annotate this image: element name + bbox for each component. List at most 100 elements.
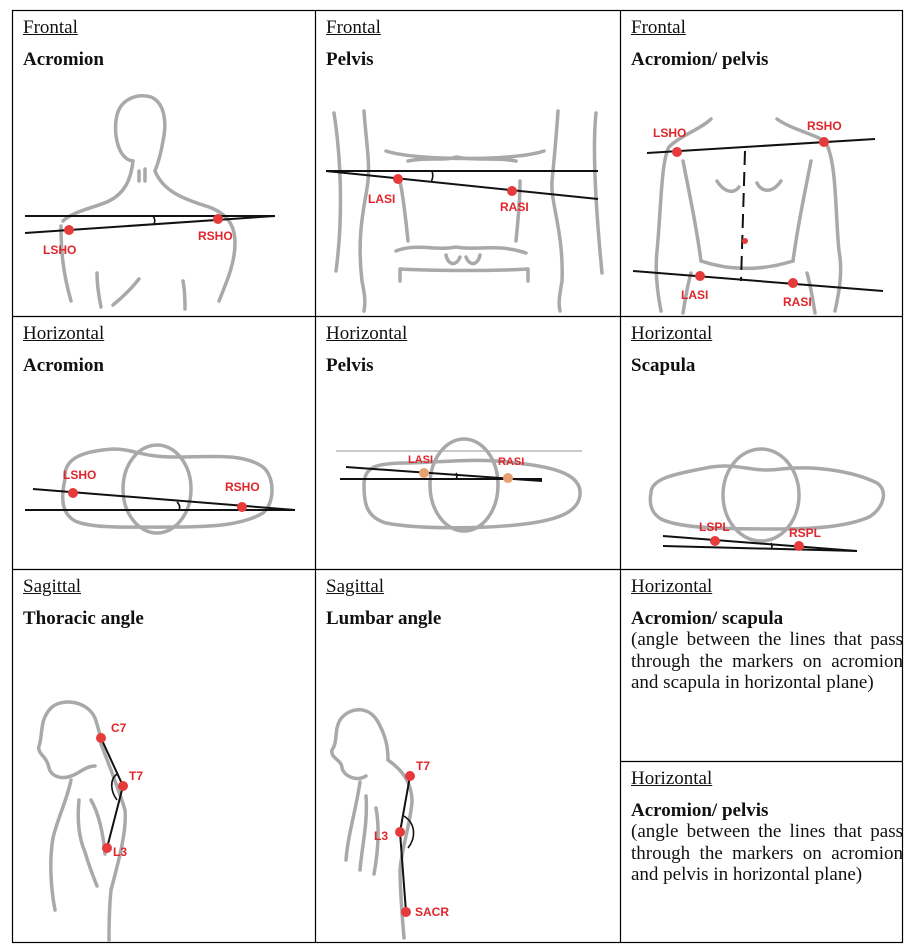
marker-label-sacr: SACR	[415, 905, 449, 919]
marker-label-l3: L3	[113, 845, 127, 859]
sagittal-lumbar-diagram: T7 L3 SACR	[316, 570, 620, 942]
marker-label-lasi: LASI	[368, 192, 395, 206]
measure-description: (angle between the lines that pass throu…	[631, 821, 903, 886]
marker-dot	[405, 771, 415, 781]
cell-horizontal-acromion-scapula: Horizontal Acromion/ scapula (angle betw…	[621, 570, 902, 761]
cell-horizontal-pelvis: Horizontal Pelvis LASI RASI	[316, 317, 620, 569]
marker-label-t7: T7	[416, 759, 430, 773]
spine-line	[741, 151, 745, 281]
left-flank-outline	[360, 111, 368, 311]
neck-tick	[139, 169, 145, 181]
lower-abdomen-outline	[396, 247, 526, 253]
frontal-acromion-diagram: LSHO RSHO	[13, 11, 315, 316]
head-outline	[123, 445, 191, 533]
marker-dot	[395, 827, 405, 837]
angle-arc	[177, 502, 180, 510]
marker-dot	[401, 907, 411, 917]
cell-frontal-acromion: Frontal Acromion LSHO RSHO	[13, 11, 315, 316]
horizontal-pelvis-diagram: LASI RASI	[316, 317, 620, 569]
marker-label-rsho: RSHO	[198, 229, 233, 243]
marker-dot	[794, 541, 804, 551]
marker-label-lasi: LASI	[681, 288, 708, 302]
marker-dot	[672, 147, 682, 157]
navel-outline	[446, 255, 480, 264]
cell-horizontal-scapula: Horizontal Scapula LSPL RSPL	[621, 317, 902, 569]
marker-label-t7: T7	[129, 769, 143, 783]
frontal-pelvis-diagram: LASI RASI	[316, 11, 620, 316]
left-edge-outline	[334, 113, 340, 271]
marker-dot	[419, 468, 429, 478]
marker-dot	[710, 536, 720, 546]
plane-label: Horizontal	[631, 576, 712, 598]
spine-segment-upper	[101, 738, 123, 786]
marker-dot	[507, 186, 517, 196]
marker-label-lsho: LSHO	[63, 468, 96, 482]
angle-arc	[456, 473, 457, 479]
marker-dot	[118, 781, 128, 791]
marker-label-lspl: LSPL	[699, 520, 730, 534]
pelvis-line	[633, 271, 883, 291]
angle-arc	[771, 543, 772, 549]
hip-bottom-outline	[400, 269, 528, 281]
cell-sagittal-thoracic: Sagittal Thoracic angle C7 T7 L3	[13, 570, 315, 942]
left-shoulder-outline	[656, 119, 711, 311]
waist-outline	[701, 261, 793, 269]
head-outline	[116, 96, 165, 171]
neck-back-outline	[378, 722, 388, 760]
right-edge-outline	[594, 113, 602, 273]
marker-label-rsho: RSHO	[225, 480, 260, 494]
scapula-outline	[113, 279, 139, 305]
arm-inner-outline	[97, 273, 101, 307]
marker-label-lsho: LSHO	[43, 243, 76, 257]
marker-dot	[695, 271, 705, 281]
arm-outline	[61, 226, 71, 301]
marker-label-rsho: RSHO	[807, 119, 842, 133]
cell-sagittal-lumbar: Sagittal Lumbar angle T7 L3 SACR	[316, 570, 620, 942]
cell-horizontal-acromion: Horizontal Acromion LSHO RSHO	[13, 317, 315, 569]
frontal-acromion-pelvis-diagram: LSHO RSHO LASI RASI	[621, 11, 902, 316]
marker-label-rasi: RASI	[498, 456, 524, 468]
chest-detail	[717, 181, 781, 191]
angle-arc	[153, 216, 155, 224]
marker-label-rasi: RASI	[500, 200, 529, 214]
top-outline	[408, 157, 516, 161]
chest-outline	[51, 780, 71, 910]
head-outline	[430, 439, 498, 531]
marker-dot	[237, 502, 247, 512]
measure-title: Acromion/ scapula	[631, 608, 783, 630]
marker-dot	[68, 488, 78, 498]
cell-frontal-pelvis: Frontal Pelvis LASI RASI	[316, 11, 620, 316]
cell-frontal-acromion-pelvis: Frontal Acromion/ pelvis LSHO RSHO LASI …	[621, 11, 902, 316]
marker-dot	[393, 174, 403, 184]
horizontal-acromion-diagram: LSHO RSHO	[13, 317, 315, 569]
horizontal-scapula-diagram: LSPL RSPL	[621, 317, 902, 569]
marker-dot	[102, 843, 112, 853]
marker-dot	[819, 137, 829, 147]
marker-dot	[788, 278, 798, 288]
sagittal-thoracic-diagram: C7 T7 L3	[13, 570, 315, 942]
marker-dot	[64, 225, 74, 235]
marker-label-rasi: RASI	[783, 295, 812, 309]
right-flank-outline	[552, 111, 562, 311]
measure-description: (angle between the lines that pass throu…	[631, 629, 903, 694]
arm-outline	[78, 800, 97, 886]
marker-dot	[96, 733, 106, 743]
marker-dot	[213, 214, 223, 224]
back-outline	[183, 281, 185, 309]
shoulder-line	[25, 216, 275, 233]
cell-horizontal-acromion-pelvis: Horizontal Acromion/ pelvis (angle betwe…	[621, 762, 902, 942]
measure-title: Acromion/ pelvis	[631, 800, 768, 822]
marker-dot	[503, 473, 513, 483]
marker-label-lsho: LSHO	[653, 126, 686, 140]
angle-arc	[431, 171, 433, 182]
marker-label-c7: C7	[111, 721, 127, 735]
head-outline	[332, 710, 378, 779]
neck-outline	[63, 161, 133, 221]
marker-dot	[742, 238, 748, 244]
marker-label-rspl: RSPL	[789, 526, 821, 540]
chest-outline	[346, 782, 360, 860]
marker-label-l3: L3	[374, 829, 388, 843]
plane-label: Horizontal	[631, 768, 712, 790]
torso-outline	[650, 466, 883, 529]
